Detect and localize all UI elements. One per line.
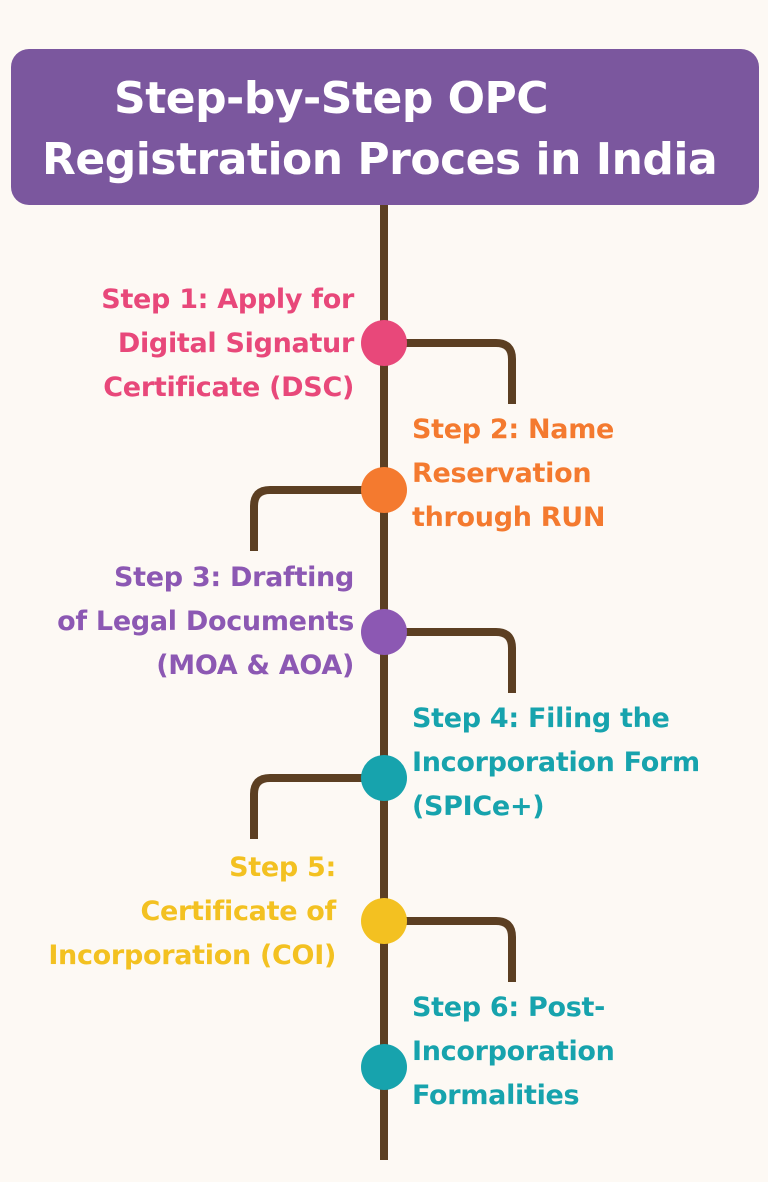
title-line-2: Registration Proces in India — [42, 134, 718, 185]
step-6-line-2: Incorporation — [412, 1036, 615, 1067]
connector-step-2 — [250, 486, 384, 551]
step-5-line-3: Incorporation (COI) — [48, 940, 336, 971]
connector-step-3 — [384, 628, 516, 693]
step-5-node — [361, 898, 407, 944]
step-2-node — [361, 467, 407, 513]
step-5-line-1: Step 5: — [229, 852, 336, 883]
step-3-line-2: of Legal Documents — [57, 606, 354, 637]
step-5-line-2: Certificate of — [140, 896, 336, 927]
step-3-line-1: Step 3: Drafting — [114, 562, 354, 593]
step-6-node — [361, 1044, 407, 1090]
step-2-line-1: Step 2: Name — [412, 414, 615, 445]
step-1-line-1: Step 1: Apply for — [101, 284, 354, 315]
step-1-line-2: Digital Signatur — [117, 328, 354, 359]
title-line-1: Step-by-Step OPC — [114, 73, 549, 124]
step-2-label: Step 2: Name Reservation through RUN — [412, 408, 614, 540]
step-3-line-3: (MOA & AOA) — [156, 650, 354, 681]
step-4-line-2: Incorporation Form — [412, 747, 700, 778]
connector-step-1 — [384, 339, 516, 404]
step-3-label: Step 3: Drafting of Legal Documents (MOA… — [57, 556, 354, 688]
title-banner — [11, 49, 759, 205]
step-4-label: Step 4: Filing the Incorporation Form (S… — [412, 697, 700, 829]
step-3-node — [361, 609, 407, 655]
step-5-label: Step 5: Certificate of Incorporation (CO… — [48, 846, 336, 978]
step-2-line-2: Reservation — [412, 458, 592, 489]
step-1-line-3: Certificate (DSC) — [103, 372, 354, 403]
step-1-node — [361, 320, 407, 366]
step-6-label: Step 6: Post- Incorporation Formalities — [412, 986, 615, 1118]
step-6-line-3: Formalities — [412, 1080, 580, 1111]
step-4-line-1: Step 4: Filing the — [412, 703, 670, 734]
step-4-line-3: (SPICe+) — [412, 791, 545, 822]
connector-step-4 — [250, 774, 384, 839]
connector-step-5 — [384, 917, 516, 982]
step-2-line-3: through RUN — [412, 502, 606, 533]
step-4-node — [361, 755, 407, 801]
step-6-line-1: Step 6: Post- — [412, 992, 605, 1023]
step-1-label: Step 1: Apply for Digital Signatur Certi… — [101, 278, 354, 410]
